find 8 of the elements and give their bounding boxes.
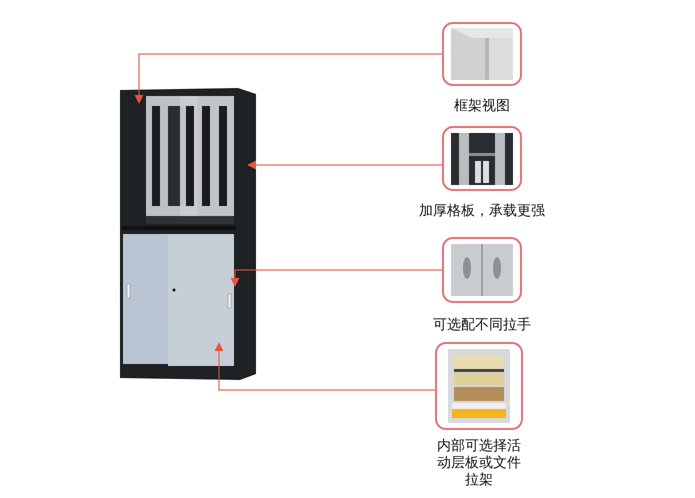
leader-line	[214, 342, 436, 390]
leader-line	[247, 160, 442, 170]
callout-caption: 框架视图	[454, 98, 510, 115]
callout-caption: 可选配不同拉手	[433, 317, 531, 334]
callout-caption: 内部可选择活动层板或文件拉架	[436, 438, 522, 489]
callout-caption: 加厚格板，承载更强	[419, 203, 545, 220]
leader-line	[134, 54, 442, 104]
leader-line	[230, 270, 442, 287]
